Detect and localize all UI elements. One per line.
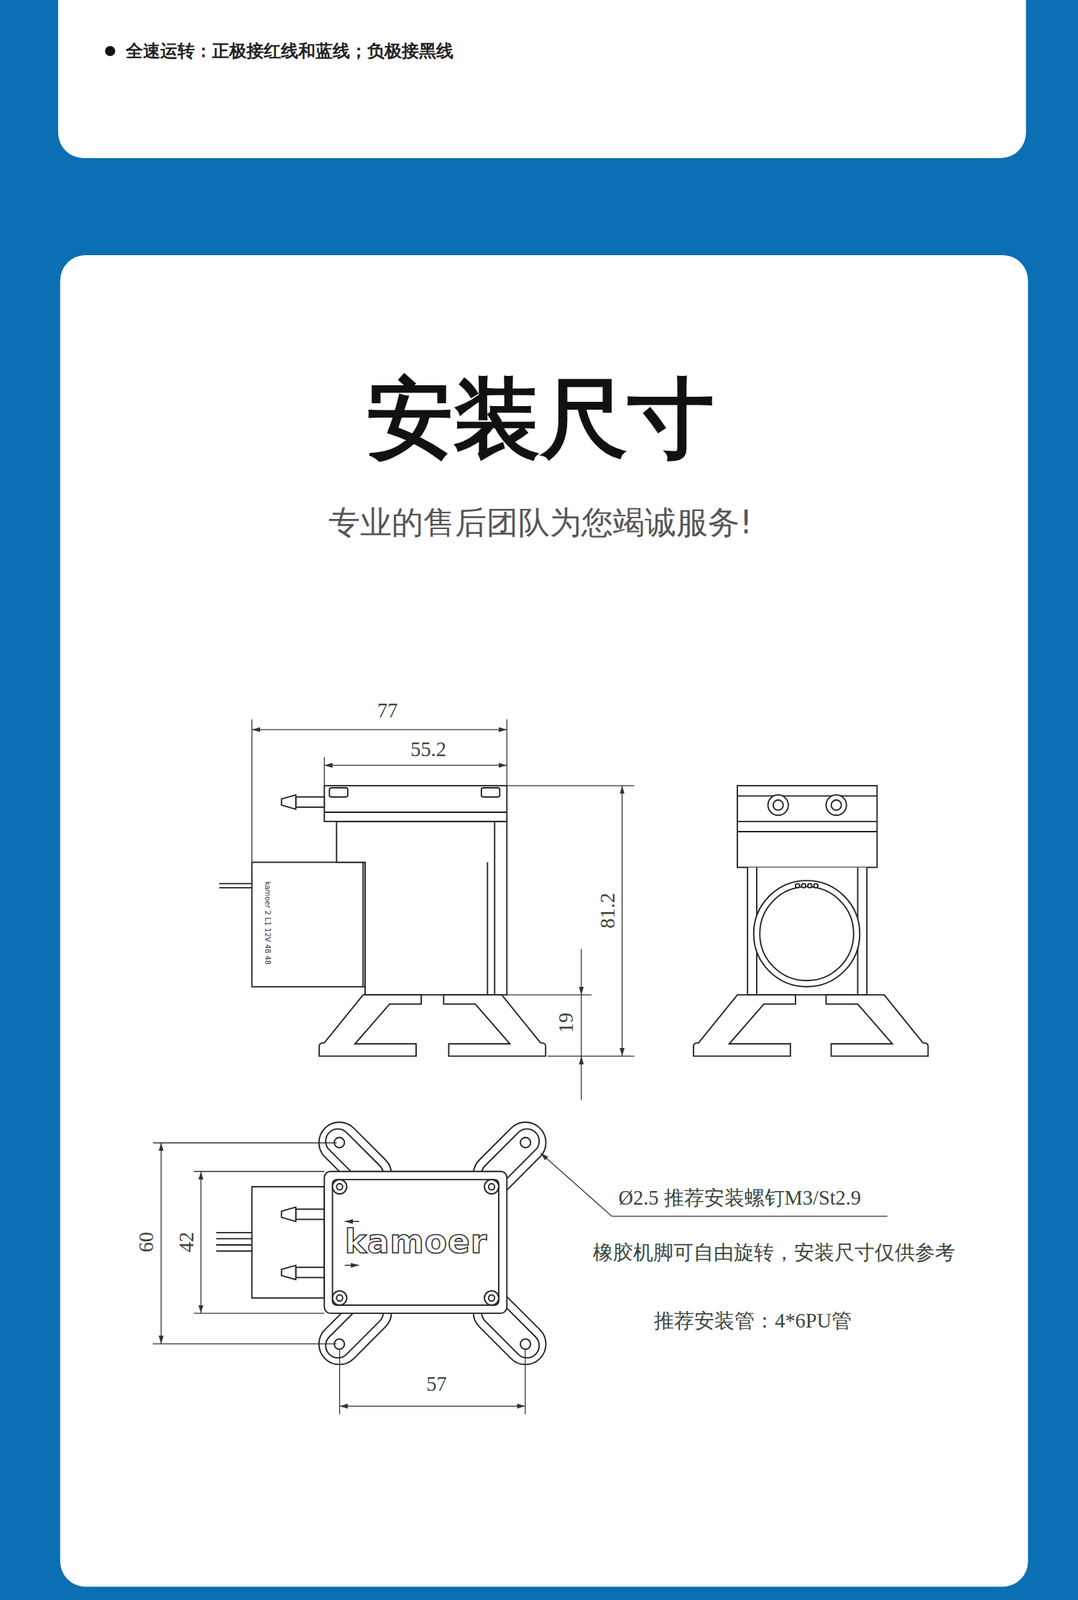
front-view	[693, 785, 928, 1056]
dimension: 55.2	[408, 738, 448, 761]
dimension: 57	[424, 1372, 448, 1395]
bullet-text: 全速运转：正极接红线和蓝线；负极接黑线	[125, 41, 454, 62]
top-view	[216, 1113, 555, 1373]
dimension: 42	[175, 1230, 198, 1254]
motor-label: kamoer 2 L1 12V 48 48	[263, 881, 271, 965]
main-card	[60, 255, 1029, 1587]
brand-logo: kamoer	[342, 1224, 491, 1261]
dimension: 81.2	[596, 891, 619, 930]
top-card	[58, 0, 1027, 159]
dimension-lines	[153, 719, 888, 1415]
dimension: 77	[375, 699, 399, 723]
tube-note: 推荐安装管：4*6PU管	[652, 1309, 854, 1332]
dimension: 60	[135, 1230, 159, 1254]
side-view	[219, 785, 546, 1056]
section-title: 安装尺寸	[366, 370, 715, 466]
screw-note: Ø2.5 推荐安装螺钉M3/St2.9	[617, 1187, 864, 1210]
dimension: 19	[554, 1011, 578, 1035]
subtitle: 专业的售后团队为您竭诚服务!	[328, 504, 753, 539]
foot-note: 橡胶机脚可自由旋转，安装尺寸仅供参考	[591, 1241, 957, 1264]
bullet-dot	[104, 45, 115, 57]
